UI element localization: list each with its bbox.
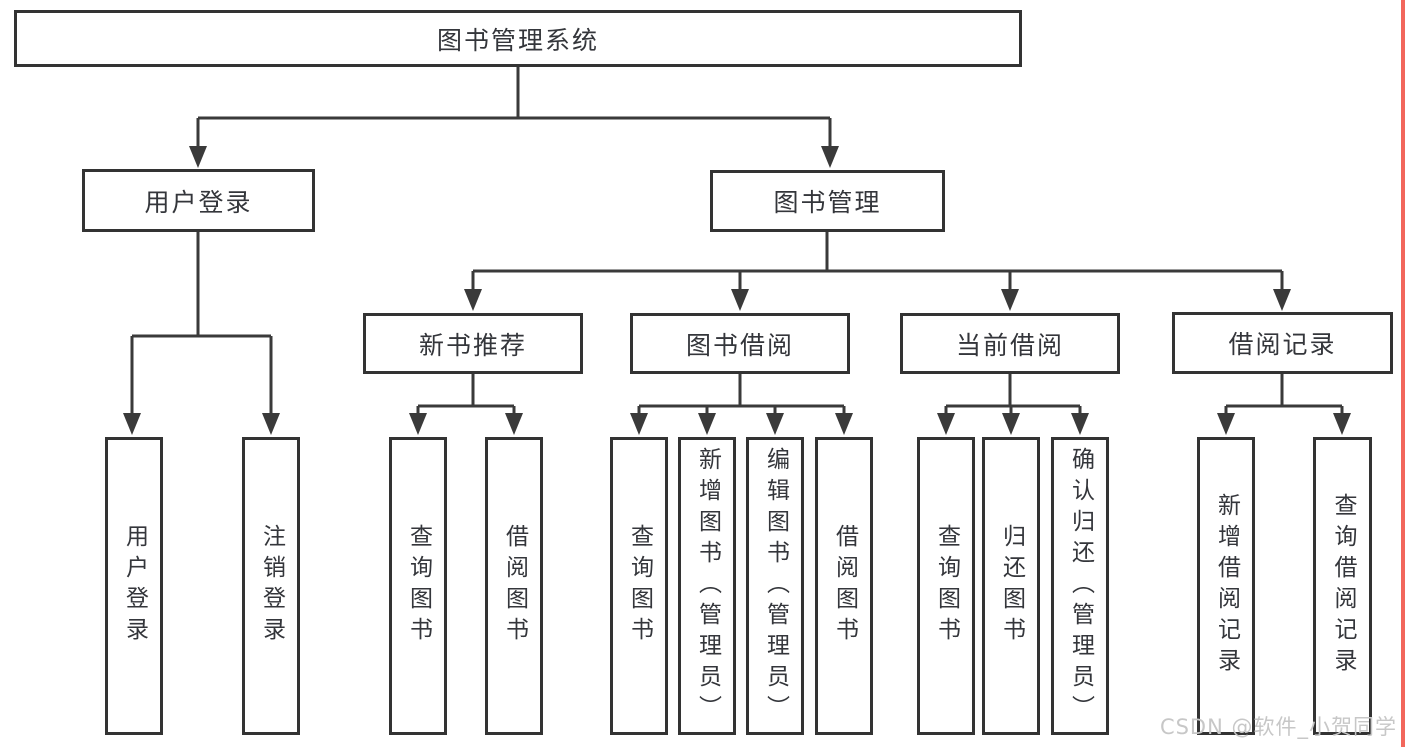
leaf-query-book-recommend: 查询图书 (389, 437, 447, 735)
leaf-add-book-admin: 新增图书（管理员） (678, 437, 736, 735)
leaf-borrow-book-label: 借阅图书 (831, 524, 858, 648)
leaf-borrow-book: 借阅图书 (815, 437, 873, 735)
leaf-logout-label: 注销登录 (258, 524, 285, 648)
leaf-query-borrow-record: 查询借阅记录 (1313, 437, 1372, 735)
node-new-book-recommend: 新书推荐 (363, 313, 583, 374)
leaf-edit-book-admin: 编辑图书（管理员） (746, 437, 804, 735)
leaf-query-book-current-label: 查询图书 (933, 524, 960, 648)
node-borrow-record: 借阅记录 (1172, 312, 1393, 374)
leaf-confirm-return-admin-label: 确认归还（管理员） (1067, 446, 1094, 726)
leaf-add-borrow-record-label: 新增借阅记录 (1213, 493, 1240, 679)
node-new-book-recommend-label: 新书推荐 (418, 330, 527, 360)
node-borrow-record-label: 借阅记录 (1228, 330, 1337, 359)
leaf-add-borrow-record: 新增借阅记录 (1197, 437, 1255, 735)
leaf-user-login-label: 用户登录 (121, 524, 148, 648)
node-book-borrow-label: 图书借阅 (685, 330, 794, 360)
leaf-borrow-book-recommend: 借阅图书 (485, 437, 543, 735)
leaf-return-book-label: 归还图书 (998, 524, 1025, 648)
node-root-label: 图书管理系统 (436, 25, 599, 55)
leaf-return-book: 归还图书 (982, 437, 1040, 735)
leaf-query-book-borrow: 查询图书 (610, 437, 668, 735)
leaf-query-borrow-record-label: 查询借阅记录 (1330, 493, 1356, 679)
node-user-login: 用户登录 (82, 169, 315, 232)
leaf-edit-book-admin-label: 编辑图书（管理员） (762, 446, 789, 726)
node-current-borrow: 当前借阅 (900, 313, 1120, 374)
leaf-query-book-current: 查询图书 (917, 437, 975, 735)
right-edge-red-strip (1401, 0, 1405, 747)
csdn-watermark: CSDN @软件_小贺同学 (1159, 715, 1397, 739)
leaf-borrow-book-recommend-label: 借阅图书 (501, 524, 528, 648)
node-book-management: 图书管理 (710, 170, 945, 232)
leaf-logout: 注销登录 (242, 437, 300, 735)
node-root: 图书管理系统 (14, 10, 1022, 67)
node-user-login-label: 用户登录 (144, 187, 253, 217)
leaf-query-book-borrow-label: 查询图书 (626, 524, 653, 648)
node-current-borrow-label: 当前借阅 (955, 330, 1064, 360)
node-book-borrow: 图书借阅 (630, 313, 850, 374)
leaf-query-book-recommend-label: 查询图书 (405, 524, 432, 648)
node-book-management-label: 图书管理 (773, 188, 882, 217)
leaf-confirm-return-admin: 确认归还（管理员） (1051, 437, 1109, 735)
leaf-user-login: 用户登录 (105, 437, 163, 735)
leaf-add-book-admin-label: 新增图书（管理员） (694, 446, 721, 726)
